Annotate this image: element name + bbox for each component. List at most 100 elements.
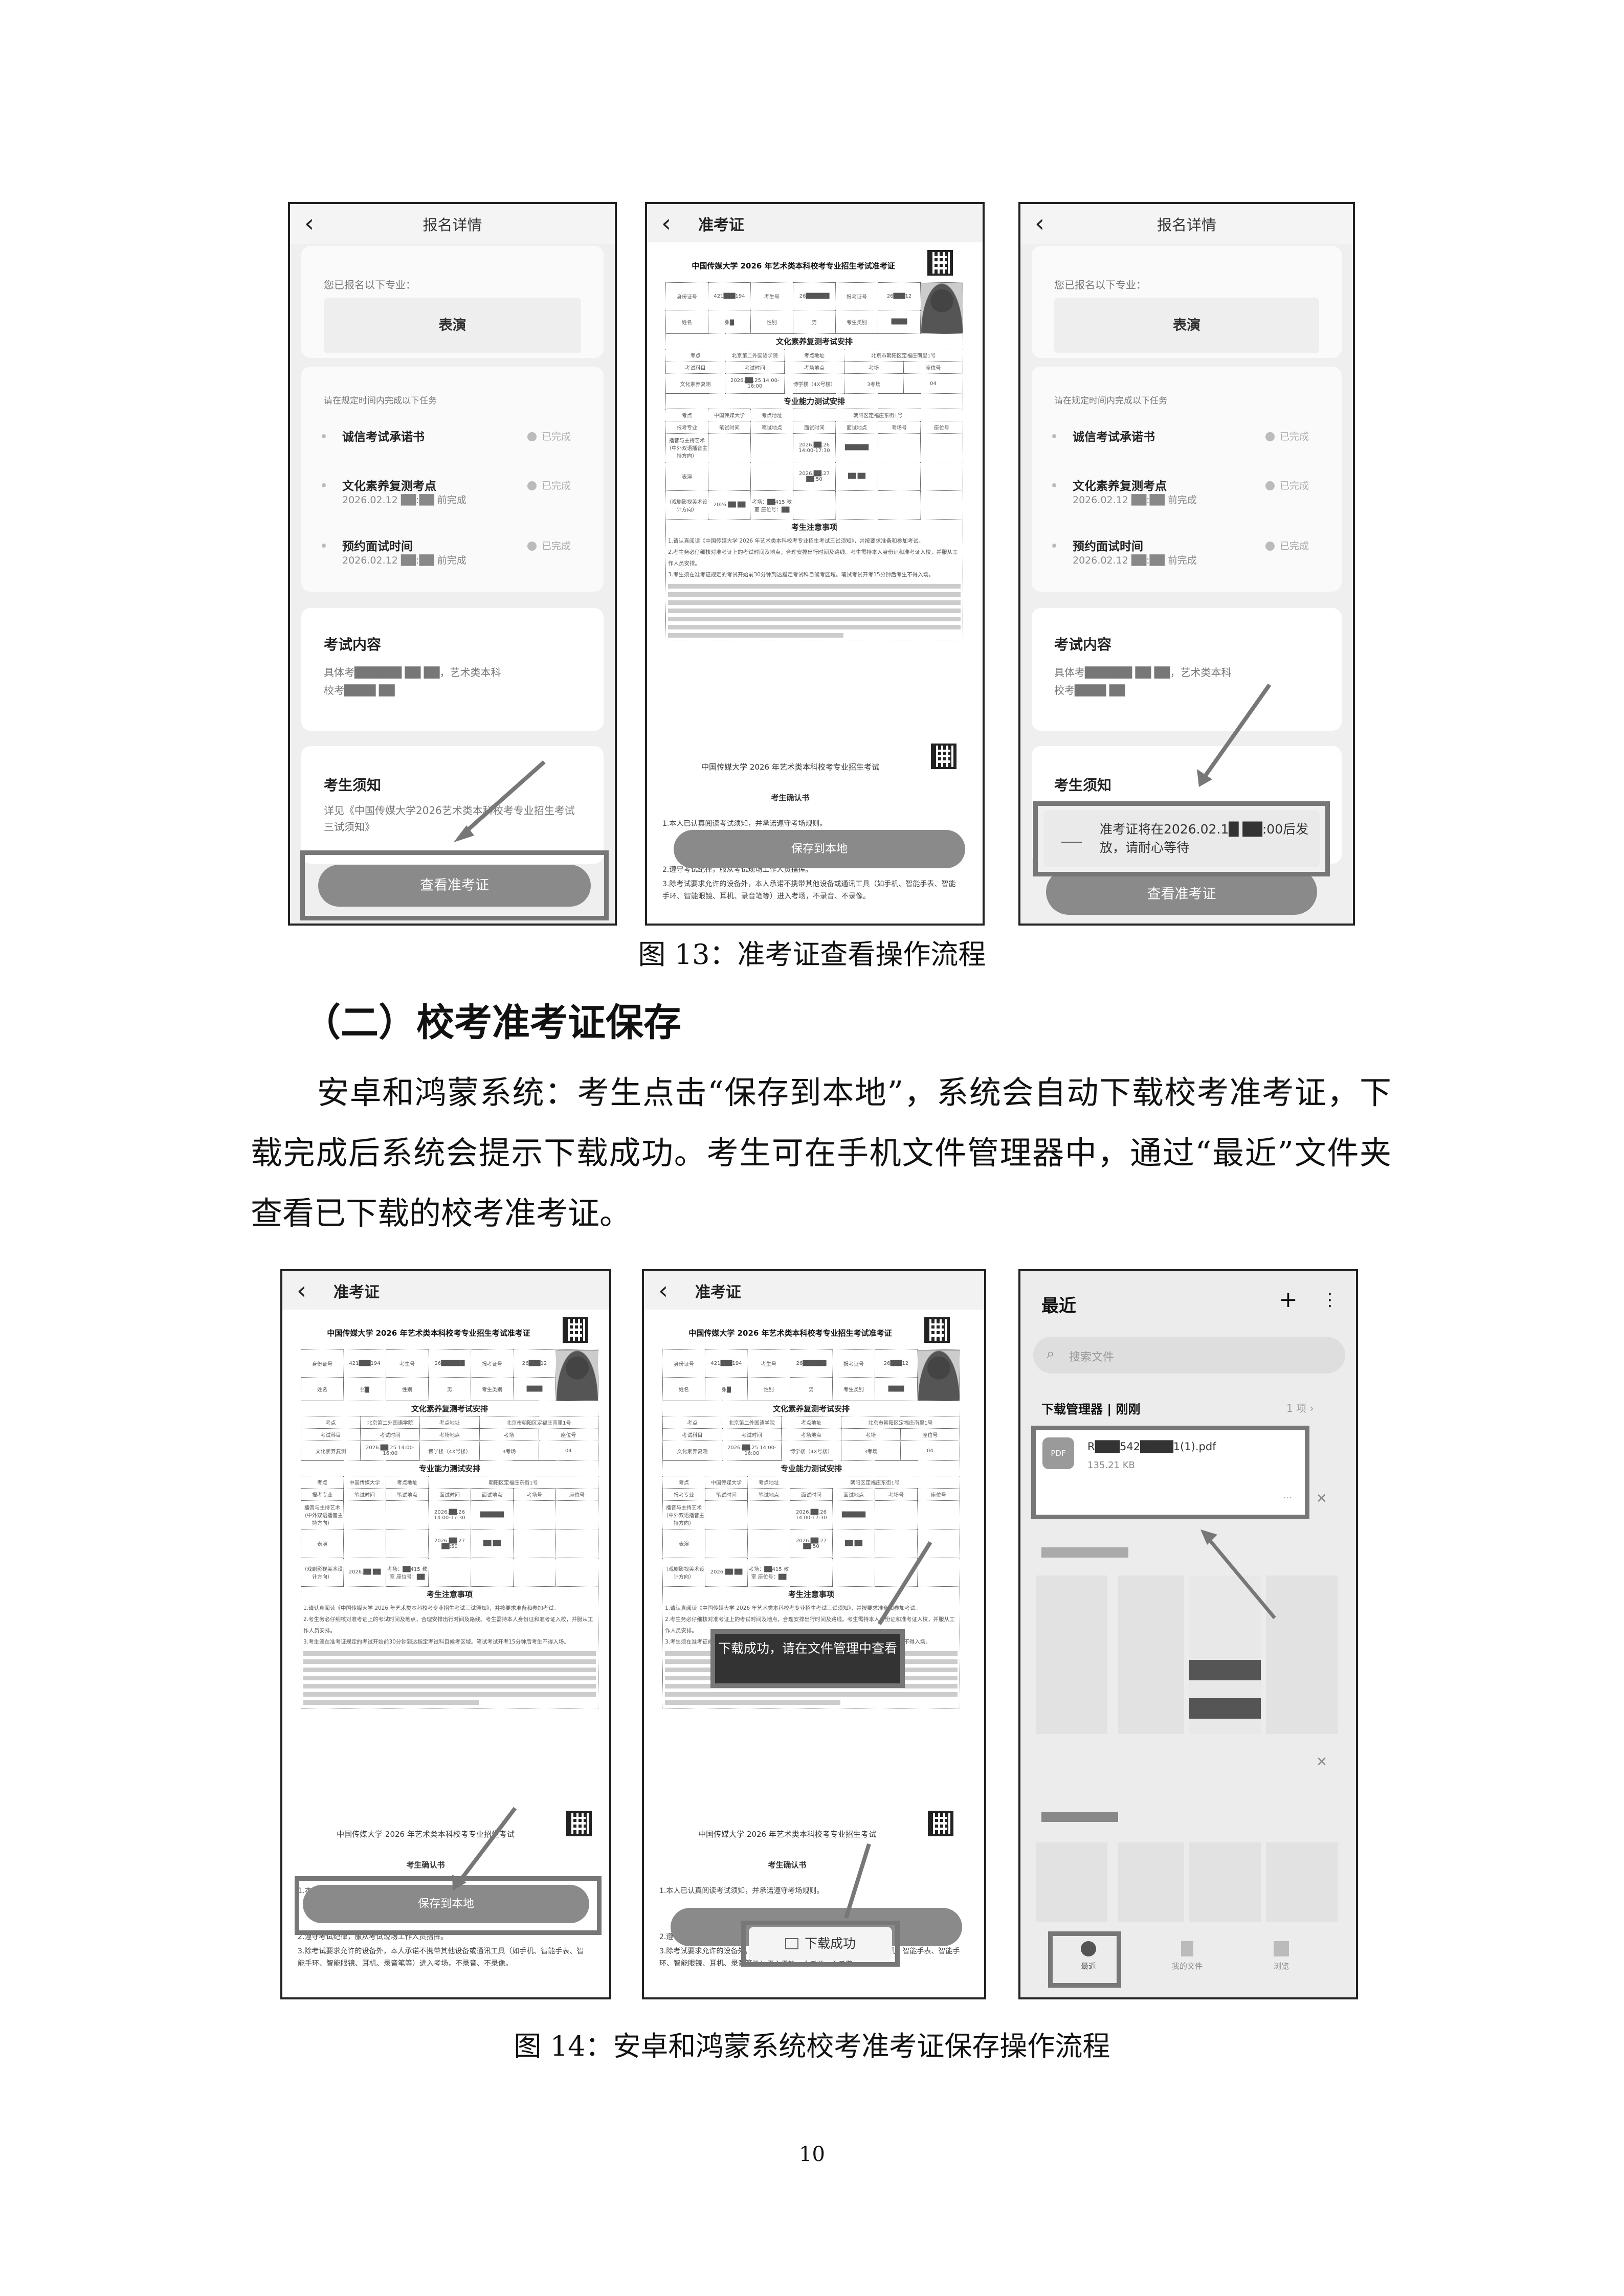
highlight-box: [300, 850, 609, 920]
screen-title: 报名详情: [422, 216, 482, 234]
screenshot-registration-details-pending: ‹报名详情 您已报名以下专业： 表演 请在规定时间内完成以下任务 诚信考试承诺书…: [1018, 202, 1355, 926]
app-header: ‹ 报名详情: [290, 204, 615, 244]
screen-title: 准考证: [695, 1284, 741, 1301]
save-to-local-button[interactable]: 保存到本地: [674, 830, 965, 868]
add-icon[interactable]: +: [1279, 1287, 1298, 1313]
section-count[interactable]: 1 项 ›: [1286, 1402, 1314, 1414]
pdf-file-icon: PDF: [1042, 1437, 1074, 1469]
major-name: 表演: [1054, 298, 1319, 353]
qr-code-icon: [927, 250, 953, 276]
clock-icon: [1081, 1941, 1096, 1956]
arrow-icon: [1200, 1529, 1276, 1619]
arrow-icon: [844, 1541, 932, 1919]
qr-code-icon: [928, 1811, 953, 1836]
nav-recent[interactable]: 最近: [1056, 1941, 1121, 1971]
blurred-section-title: [1041, 1812, 1118, 1822]
back-icon[interactable]: ‹: [304, 209, 315, 238]
screenshot-registration-details: ‹ 报名详情 您已报名以下专业： 表演 请在规定时间内完成以下任务 诚信考试承诺书…: [288, 202, 617, 926]
check-icon: [1265, 432, 1275, 441]
check-icon: [1265, 481, 1275, 490]
app-header: ‹ 准考证: [647, 204, 983, 242]
professional-table: 专业能力测试安排 考点中国传媒大学考点地址朝阳区定福庄东街1号 报考专业笔试时间…: [662, 1460, 960, 1587]
download-success-toast: 下载成功，请在文件管理中查看: [718, 1637, 897, 1680]
tasks-hint: 请在规定时间内完成以下任务: [324, 396, 437, 406]
page-number: 10: [799, 2143, 825, 2166]
major-card: 您已报名以下专业： 表演: [301, 246, 604, 358]
notice-section: 考生注意事项 1.请认真阅读《中国传媒大学 2026 年艺术类本科校考专业招生考…: [665, 519, 963, 641]
search-input[interactable]: ⌕搜索文件: [1033, 1337, 1345, 1374]
task-item[interactable]: 诚信考试承诺书已完成: [322, 427, 581, 473]
task-item[interactable]: 诚信考试承诺书已完成: [1052, 427, 1319, 473]
body-paragraph: 安卓和鸿蒙系统：考生点击“保存到本地”，系统会自动下载校考准考证，下载完成后系统…: [251, 1074, 1391, 1232]
highlight-box: [741, 1921, 900, 1967]
more-vertical-icon[interactable]: ⋮: [1321, 1290, 1339, 1310]
app-header: ‹准考证: [282, 1271, 609, 1310]
qr-code-icon: [931, 744, 956, 769]
files-title: 最近: [1041, 1296, 1076, 1316]
ticket-title: 中国传媒大学 2026 年艺术类本科校考专业招生考试准考证: [327, 1329, 530, 1338]
arrow-icon: [454, 760, 546, 842]
professional-table: 专业能力测试安排 考点中国传媒大学考点地址朝阳区定福庄东街1号 报考专业笔试时间…: [665, 393, 963, 520]
back-icon[interactable]: ‹: [658, 1276, 669, 1305]
check-icon: [527, 542, 537, 551]
back-icon[interactable]: ‹: [1035, 209, 1045, 238]
arrow-icon: [452, 1807, 517, 1891]
check-icon: [527, 432, 537, 441]
highlight-box: [1031, 1426, 1309, 1519]
ticket-pending-toast: 准考证将在2026.02.1█ ██:00后发放，请耐心等待: [1043, 810, 1320, 867]
close-icon[interactable]: ✕: [1316, 1754, 1327, 1770]
nav-my-files[interactable]: 我的文件: [1155, 1941, 1219, 1971]
screenshot-file-manager: 最近 + ⋮ ⌕搜索文件 下载管理器 | 刚刚 1 项 › PDF R███54…: [1018, 1269, 1358, 1999]
highlight-box: [1048, 1931, 1121, 1988]
registered-label: 您已报名以下专业：: [1054, 279, 1146, 291]
highlight-box: [295, 1876, 602, 1935]
registered-label: 您已报名以下专业：: [324, 279, 416, 291]
search-icon: ⌕: [1047, 1345, 1055, 1362]
qr-code-icon: [563, 1317, 588, 1343]
section-heading: （二）校考准考证保存: [303, 1001, 681, 1045]
back-icon[interactable]: ‹: [297, 1276, 307, 1305]
culture-table: 文化素养复测考试安排 考点北京第二外国语学院考点地址北京市朝阳区定福庄南里1号 …: [665, 333, 964, 394]
candidate-photo: [920, 282, 963, 334]
figure-13-caption: 图 13：准考证查看操作流程: [638, 938, 986, 971]
file-icon: [1181, 1941, 1193, 1956]
tasks-hint: 请在规定时间内完成以下任务: [1054, 396, 1167, 406]
exam-content-card: 考试内容 具体考██████ ██ ██，艺术类本科 校考████ ██: [1032, 608, 1342, 731]
notice-card: 考生须知 详见《中国传媒大学2026艺术类本科校考专业招生考试三试须知》: [301, 746, 604, 864]
folder-icon: [1274, 1941, 1289, 1956]
culture-table: 文化素养复测考试安排 考点北京第二外国语学院考点地址北京市朝阳区定福庄南里1号 …: [300, 1401, 599, 1461]
app-header: ‹报名详情: [1020, 204, 1353, 244]
app-header: ‹ 准考证: [644, 1271, 984, 1310]
ticket-title: 中国传媒大学 2026 年艺术类本科校考专业招生考试准考证: [688, 1329, 892, 1338]
qr-code-icon: [924, 1317, 950, 1343]
notice-section: 考生注意事项 1.请认真阅读《中国传媒大学 2026 年艺术类本科校考专业招生考…: [301, 1586, 598, 1708]
back-icon[interactable]: ‹: [661, 209, 672, 238]
culture-table: 文化素养复测考试安排 考点北京第二外国语学院考点地址北京市朝阳区定福庄南里1号 …: [662, 1401, 961, 1461]
professional-table: 专业能力测试安排 考点中国传媒大学考点地址朝阳区定福庄东街1号 报考专业笔试时间…: [301, 1460, 598, 1587]
blurred-section-title: [1041, 1547, 1128, 1558]
candidate-photo: [555, 1349, 598, 1401]
exam-content-card: 考试内容 具体考██████ ██ ██，艺术类本科 校考████ ██: [301, 608, 604, 731]
close-icon[interactable]: ✕: [1316, 1491, 1327, 1506]
screen-title: 准考证: [698, 216, 744, 234]
view-ticket-button[interactable]: 查看准考证: [1046, 869, 1317, 915]
view-ticket-button[interactable]: 查看准考证: [318, 865, 591, 907]
more-icon: ···: [1283, 1493, 1293, 1503]
figure-14-caption: 图 14：安卓和鸿蒙系统校考准考证保存操作流程: [514, 2030, 1110, 2062]
save-to-local-button[interactable]: 保存到本地: [303, 1885, 589, 1923]
downloaded-file-item[interactable]: PDF R███542████1(1).pdf 135.21 KB ···: [1036, 1430, 1305, 1515]
nav-browse[interactable]: 浏览: [1249, 1941, 1314, 1971]
ticket-title: 中国传媒大学 2026 年艺术类本科校考专业招生考试准考证: [692, 261, 895, 271]
